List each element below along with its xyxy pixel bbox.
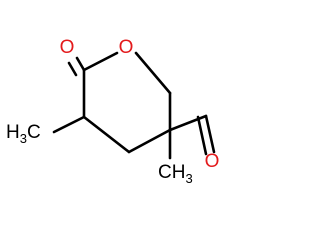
ring-bond-c5-c4 <box>127 128 172 154</box>
aldehyde-oxygen-label: O <box>205 151 220 172</box>
molecule-drawing: O O O H3C CH3 <box>6 37 220 186</box>
methyl-left-subscript: 3 <box>20 131 27 146</box>
carbonyl-double-bond-b <box>67 61 78 77</box>
methyl-right-subscript: 3 <box>185 171 192 186</box>
carbonyl-oxygen-label: O <box>60 37 75 58</box>
ring-bond-c4-c3 <box>82 115 131 154</box>
aldehyde-double-bond-a <box>204 114 216 154</box>
methyl-right-label: CH3 <box>158 162 193 186</box>
aldehyde-double-bond-b <box>196 115 208 156</box>
ring-oxygen-label: O <box>119 37 134 58</box>
bond-group <box>52 51 216 160</box>
aldehyde-carbon-bond <box>168 114 208 132</box>
ring-bond-c2-o1 <box>82 51 119 72</box>
methyl-right-ch: CH <box>158 162 185 183</box>
ring-bond-o1-c6 <box>134 51 172 95</box>
methyl-bond-left <box>52 115 86 134</box>
carbonyl-double-bond-a <box>75 56 86 72</box>
methyl-left-c: C <box>27 122 41 143</box>
methyl-left-label: H3C <box>6 122 41 146</box>
methyl-left-h: H <box>6 122 20 143</box>
structure-canvas: O O O H3C CH3 <box>6 37 220 186</box>
